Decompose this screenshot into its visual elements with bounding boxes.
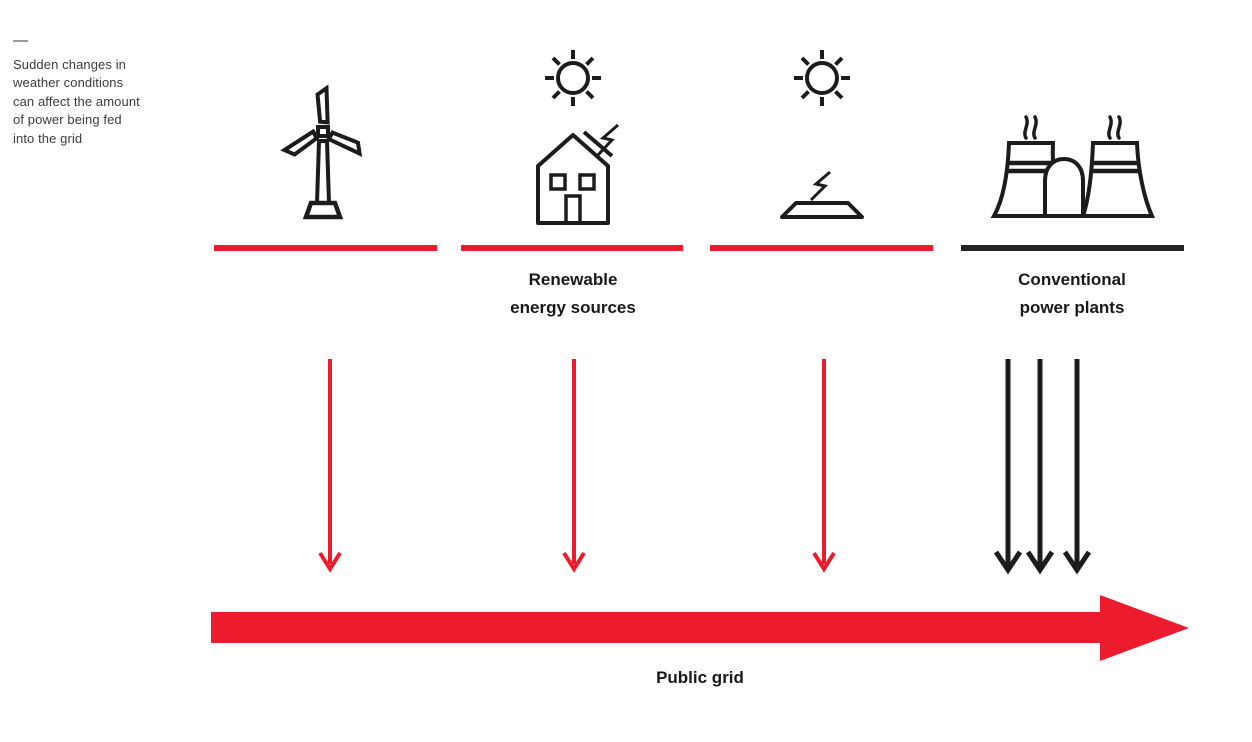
caption-line: of power being fed — [13, 112, 122, 128]
underline-solar-panel — [710, 245, 933, 251]
wind-turbine-icon — [278, 84, 374, 226]
caption-line: into the grid — [13, 130, 83, 146]
conventional-label-line1: Conventional — [1018, 270, 1126, 289]
flow-arrow-conventional — [1062, 357, 1092, 584]
public-grid-arrow — [211, 595, 1189, 666]
caption-line: can affect the amount — [13, 93, 140, 109]
public-grid-label: Public grid — [656, 668, 744, 687]
solar-house-icon — [536, 123, 619, 225]
flow-arrow-solar-house — [561, 357, 587, 584]
sun-icon — [545, 50, 601, 106]
power-plant-icon — [990, 108, 1156, 220]
flow-arrow-conventional — [993, 357, 1023, 584]
solar-house-group — [528, 36, 622, 226]
conventional-label-line2: power plants — [1019, 298, 1125, 317]
flow-arrow-wind — [317, 357, 343, 584]
conventional-label: Conventional power plants — [948, 266, 1196, 322]
caption-line: weather conditions — [13, 75, 124, 91]
underline-solar-house — [461, 245, 683, 251]
caption: — Sudden changes in weather conditions c… — [13, 32, 183, 148]
flow-arrow-solar-panel — [811, 357, 837, 584]
renewable-label-line2: energy sources — [510, 298, 636, 317]
caption-line: Sudden changes in — [13, 57, 127, 72]
solar-panel-icon — [780, 170, 864, 219]
lightning-bolt-icon — [809, 170, 831, 202]
renewable-label: Renewable energy sources — [449, 266, 697, 322]
renewable-label-line1: Renewable — [528, 270, 618, 289]
underline-wind — [214, 245, 437, 251]
smoke-icon — [1023, 115, 1122, 140]
caption-dash: — — [13, 32, 28, 49]
solar-panel-group — [778, 36, 870, 221]
underline-conventional — [961, 245, 1184, 251]
sun-icon — [794, 50, 850, 106]
lightning-bolt-icon — [596, 123, 619, 157]
flow-arrow-conventional — [1025, 357, 1055, 584]
